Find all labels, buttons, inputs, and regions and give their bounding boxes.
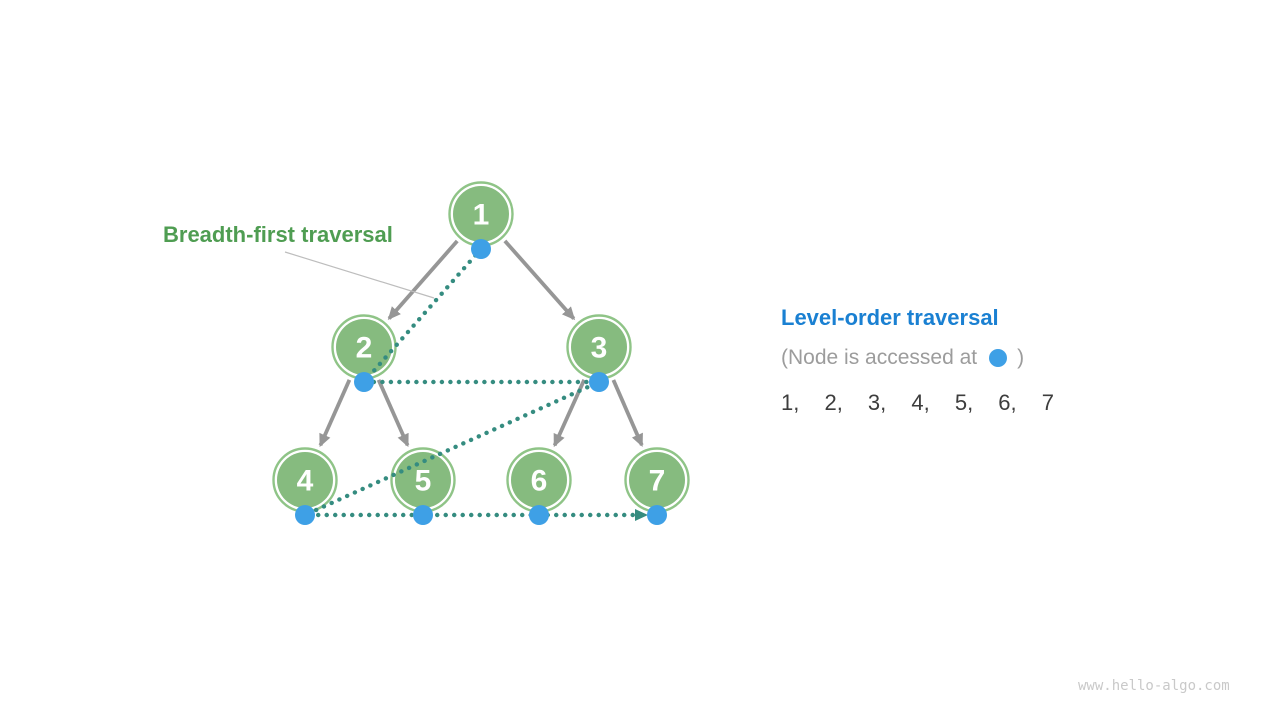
node-label: 4 [297, 465, 314, 498]
tree-edge [318, 379, 352, 448]
legend-panel: Level-order traversal (Node is accessed … [781, 306, 1111, 416]
node-access-dot [529, 505, 549, 525]
node-access-dot [413, 505, 433, 525]
node-circle [629, 452, 685, 508]
annotation-leader-line [284, 251, 435, 299]
tree-node: 6 [506, 447, 572, 513]
node-label: 5 [415, 465, 432, 498]
website-url: www.hello-algo.com [1078, 678, 1230, 694]
legend-title: Level-order traversal [781, 305, 999, 330]
blue-dot-icon [989, 349, 1008, 367]
tree-edge [387, 239, 459, 320]
node-access-dot [295, 505, 315, 525]
tree-node: 4 [272, 447, 338, 513]
tree-node: 1 [448, 181, 514, 247]
node-circle [453, 186, 509, 242]
node-access-dot [589, 372, 609, 392]
node-circle [336, 319, 392, 375]
tree-node: 7 [624, 447, 690, 513]
node-label: 6 [531, 465, 548, 498]
tree-edge [611, 379, 644, 448]
node-label: 2 [356, 332, 373, 365]
node-label: 1 [473, 199, 490, 232]
legend-note: (Node is accessed at) [781, 346, 1111, 370]
node-label: 3 [591, 332, 608, 365]
legend-note-prefix: (Node is accessed at [781, 346, 978, 369]
breadth-first-traversal-label: Breadth-first traversal [163, 222, 393, 247]
node-circle [511, 452, 567, 508]
node-label: 7 [649, 465, 666, 498]
tree-node: 2 [331, 314, 397, 380]
node-circle [571, 319, 627, 375]
node-circle [277, 452, 333, 508]
node-access-dot [354, 372, 374, 392]
access-dots [295, 239, 667, 525]
tree-node: 5 [390, 447, 456, 513]
tree-nodes: 1 2 3 4 5 6 7 [272, 181, 690, 513]
tree-edge [376, 379, 410, 448]
node-access-dot [471, 239, 491, 259]
tree-node: 3 [566, 314, 632, 380]
node-access-dot [647, 505, 667, 525]
traversal-sequence: 1, 2, 3, 4, 5, 6, 7 [781, 390, 1054, 415]
legend-note-suffix: ) [1017, 346, 1025, 369]
tree-edge [503, 239, 576, 321]
